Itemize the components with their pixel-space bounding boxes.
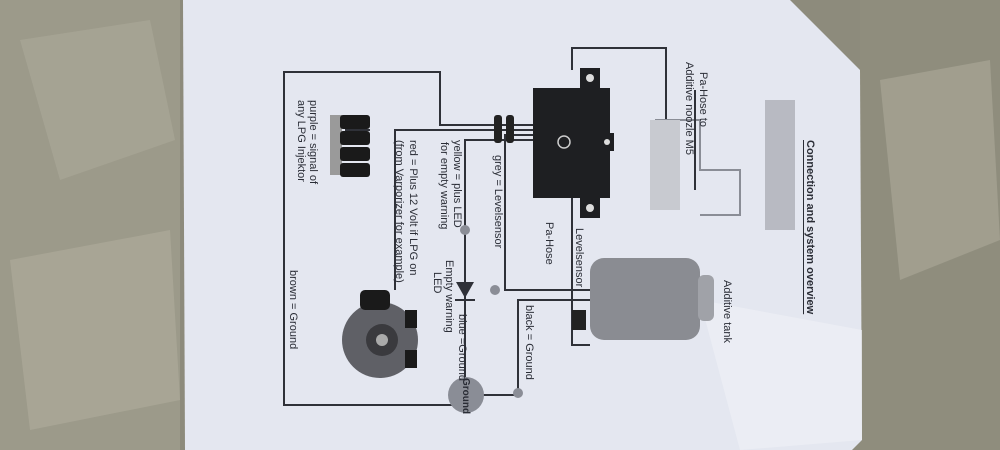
label-brown-wire: brown = Ground	[287, 270, 299, 350]
vaporizer	[342, 290, 418, 378]
label-purple-wire-2: any LPG Injektor	[295, 100, 307, 182]
control-unit	[533, 68, 614, 218]
label-red-wire: red = Plus 12 Volt if LPG on	[407, 140, 419, 276]
ground-node	[448, 377, 484, 413]
lpg-injector-rail	[330, 115, 370, 177]
label-purple-wire: purple = signal of	[307, 100, 319, 185]
label-grey-wire: grey = Levelsensor	[492, 155, 504, 249]
label-empty-warning: Empty warning	[443, 260, 455, 333]
empty-warning-led	[455, 225, 523, 398]
label-red-wire-2: (from Varporizer for example)	[393, 140, 405, 283]
label-led: LED	[431, 272, 443, 294]
label-pa-hose-to: Pa-Hose to	[697, 72, 709, 128]
label-blue-wire: blue =Ground	[456, 314, 468, 381]
label-yellow-wire: yellow = plus LED	[451, 140, 463, 228]
label-additive-tank: Additive tank	[721, 280, 733, 343]
label-pa-hose: Pa-Hose	[543, 222, 555, 265]
additive-nozzle-drawing	[650, 90, 795, 230]
page-title: Connection and system overview	[804, 140, 816, 315]
label-levelsensor: Levelsensor	[573, 228, 585, 288]
label-ground: Ground	[460, 378, 471, 415]
label-yellow-wire-2: for empty warning	[438, 142, 450, 230]
label-black-wire: black = Ground	[523, 305, 535, 380]
additive-tank	[572, 258, 714, 340]
label-additive-nozzle: Additive noozle M5	[683, 62, 695, 155]
